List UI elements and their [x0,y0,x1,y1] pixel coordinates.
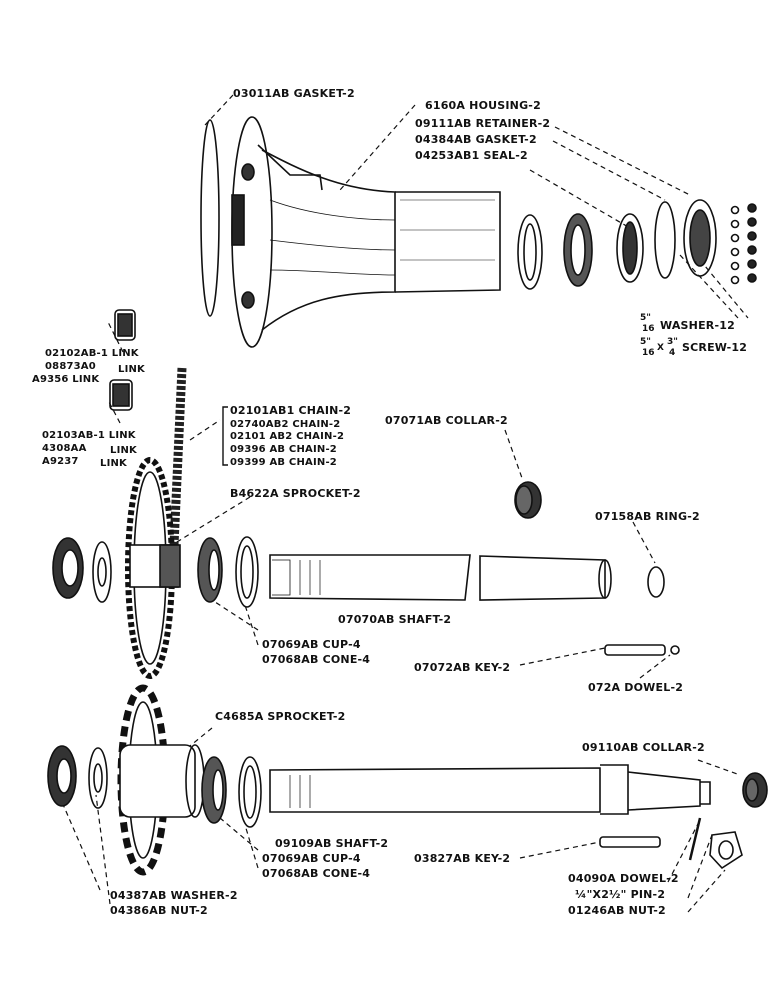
seal-part [616,213,644,283]
label-chain-1: 02101AB1 CHAIN-2 [230,404,352,417]
gasket-03011ab-part [200,119,220,317]
label-collar-09110ab: 09110AB COLLAR-2 [582,741,705,754]
key-07072ab-part [604,644,666,656]
chain-part [169,367,187,546]
collar-07071ab-part [514,481,542,519]
label-pin: ¼"X2½" PIN-2 [575,888,666,901]
label-link-a9237-word: LINK [100,458,128,469]
label-shaft-09109ab: 09109AB SHAFT-2 [275,837,389,850]
chain-link-upper [114,309,136,341]
label-washer-04387ab: 04387AB WASHER-2 [110,889,238,902]
fraction-washer-den: 16 [642,324,655,334]
label-chain-3: 02101 AB2 CHAIN-2 [230,431,345,442]
bearing-cone-upper [563,213,593,287]
label-chain-2: 02740AB2 CHAIN-2 [230,419,341,430]
bearing-cup-upper [517,214,543,290]
label-link-4308: 4308AA [42,443,87,454]
fraction-screw-num2: 3" [667,337,678,347]
label-housing: 6160A HOUSING-2 [425,99,541,112]
label-key-03827ab: 03827AB KEY-2 [414,852,511,865]
label-ring: 07158AB RING-2 [595,510,700,523]
fraction-screw-x: X [657,343,664,353]
label-sprocket-b4622a: B4622A SPROCKET-2 [230,487,361,500]
gasket-04384ab-part [654,201,676,279]
housing-part [231,116,501,348]
fraction-screw-num: 5" [640,337,651,347]
chain-link-lower [109,379,133,411]
bearing-cup-lower [238,756,262,828]
sprocket-c4685a-part [117,684,205,876]
fraction-washer-num: 5" [640,313,651,323]
label-screw-12: SCREW-12 [682,341,748,354]
label-dowel-04090a: 04090A DOWEL-2 [568,872,679,885]
label-key-07072ab: 07072AB KEY-2 [414,661,511,674]
collar-09110ab-part [742,772,768,808]
label-chain-5: 09399 AB CHAIN-2 [230,457,337,468]
sprocket-b4622a-part [125,457,181,679]
bearing-cone-middle [197,537,223,603]
nut-middle [52,537,84,599]
shaft-07070ab-part [269,554,612,601]
washers-and-screws [730,203,757,285]
label-link-02103: 02103AB-1 LINK [42,430,136,441]
dowel-072a-part [670,645,680,655]
label-cone-1: 07068AB CONE-4 [262,653,371,666]
label-chain-4: 09396 AB CHAIN-2 [230,444,337,455]
label-seal: 04253AB1 SEAL-2 [415,149,528,162]
washer-lower [88,747,108,809]
label-sprocket-c4685a: C4685A SPROCKET-2 [215,710,346,723]
label-cup-1: 07069AB CUP-4 [262,638,361,651]
label-retainer: 09111AB RETAINER-2 [415,117,551,130]
label-link-08873-word: LINK [118,364,146,375]
label-cone-2: 07068AB CONE-4 [262,867,371,880]
label-washer-12: WASHER-12 [660,319,735,332]
label-link-4308-word: LINK [110,445,138,456]
fraction-screw-den: 16 [642,348,655,358]
nut-01246ab-part [709,831,743,870]
label-shaft-07070ab: 07070AB SHAFT-2 [338,613,452,626]
chain-bracket [222,406,228,466]
label-link-a9356: A9356 LINK [32,374,100,385]
bearing-cup-middle [235,536,259,608]
pin-part [688,817,702,861]
label-collar-07071ab: 07071AB COLLAR-2 [385,414,508,427]
ring-part [647,566,665,598]
shaft-09109ab-part [269,764,711,815]
retainer-part [683,199,717,277]
washer-middle [92,541,112,603]
label-nut-04386ab: 04386AB NUT-2 [110,904,208,917]
label-cup-2: 07069AB CUP-4 [262,852,361,865]
label-link-08873: 08873A0 [45,361,96,372]
label-link-a9237: A9237 [42,456,79,467]
nut-lower [47,745,77,807]
fraction-screw-den2: 4 [669,348,676,358]
label-dowel-072a: 072A DOWEL-2 [588,681,684,694]
label-gasket-04384ab: 04384AB GASKET-2 [415,133,537,146]
label-gasket-03011ab: 03011AB GASKET-2 [233,87,355,100]
label-link-02102: 02102AB-1 LINK [45,348,139,359]
bearing-cone-lower [201,756,227,824]
label-nut-01246ab: 01246AB NUT-2 [568,904,666,917]
key-03827ab-part [599,836,661,848]
leader-lines [61,94,749,913]
